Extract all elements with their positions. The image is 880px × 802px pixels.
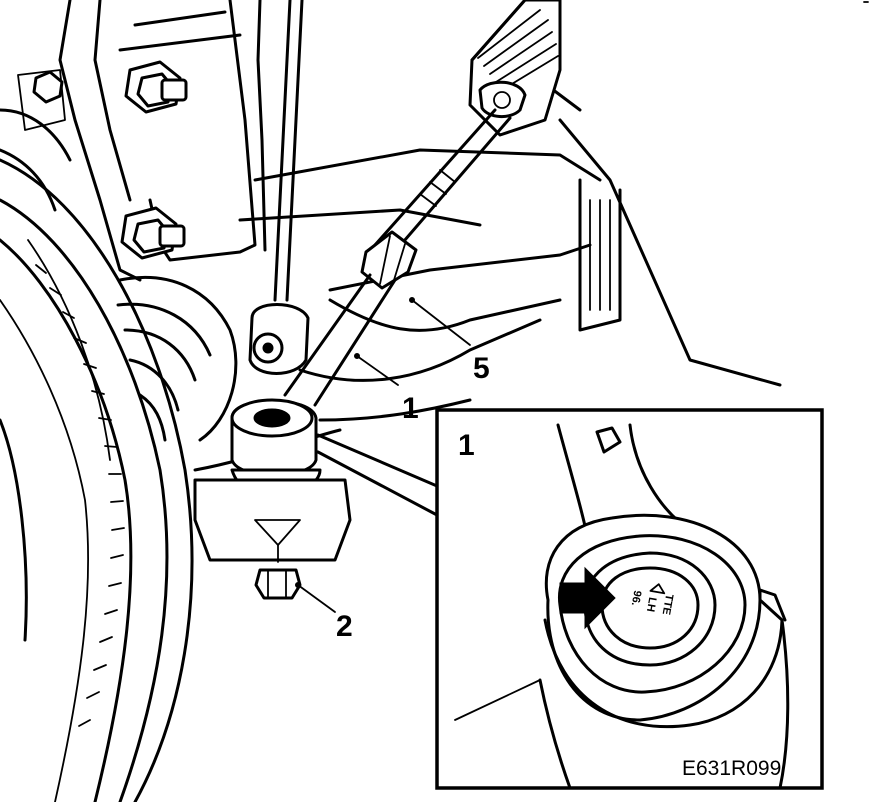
driveshaft-boot: [116, 275, 238, 442]
strut-housing: [0, 0, 267, 282]
tie-rod-inner: [373, 108, 512, 257]
marking-line-2: LH: [644, 596, 658, 613]
callout-nut: 2: [336, 610, 353, 643]
leader-lines: [295, 297, 471, 613]
callout-tie-rod: 1: [402, 392, 419, 425]
tie-rod-end: [193, 398, 352, 600]
marking-line-3: 96.: [629, 590, 643, 607]
strut-bolt-upper: [124, 60, 188, 114]
lock-nut: [360, 230, 418, 290]
steering-rack-boot: [468, 0, 562, 137]
callout-inset: 1: [458, 429, 475, 462]
callout-rack: 5: [473, 352, 490, 385]
tie-rod-outer: [283, 273, 397, 407]
brake-disc: [0, 158, 194, 802]
small-bolt: [32, 70, 64, 104]
strut-bolt-lower: [120, 206, 186, 260]
inset-detail: TTE LH 96. 1 E631R099: [435, 408, 824, 790]
stabilizer-link: [248, 0, 310, 375]
marking-line-1: TTE: [660, 593, 675, 616]
figure-code: E631R099: [682, 757, 781, 780]
